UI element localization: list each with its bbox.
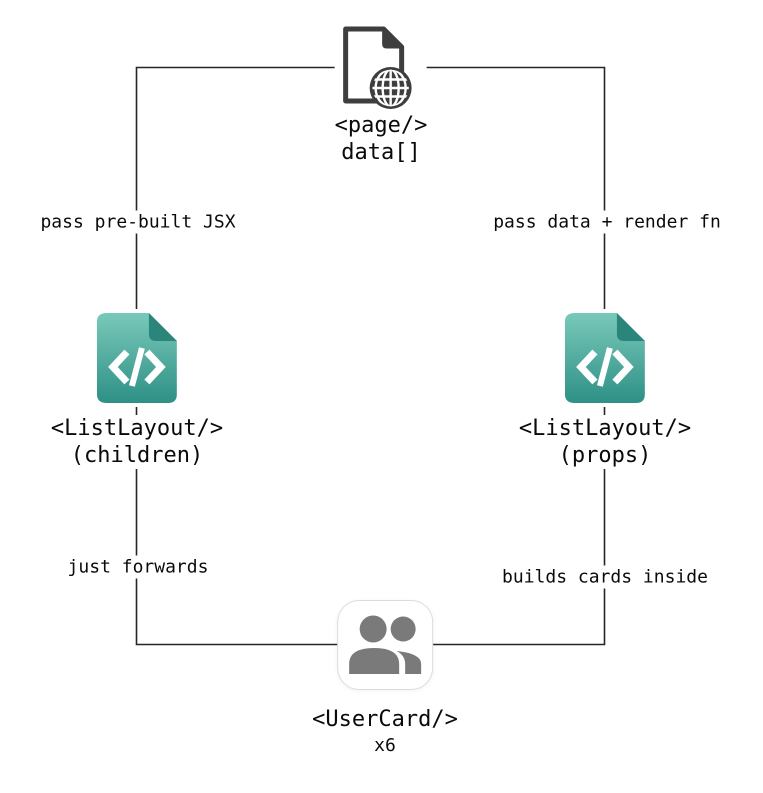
node-listlayout-props-subtitle: (props)	[554, 442, 656, 469]
node-listlayout-props-title: <ListLayout/>	[514, 415, 696, 442]
node-usercard-subtitle: x6	[370, 733, 400, 759]
edge-label-builds-cards-inside: builds cards inside	[497, 565, 713, 589]
document-globe-icon	[335, 24, 427, 114]
node-page: <page/> data[]	[330, 24, 432, 166]
code-file-icon	[560, 309, 650, 407]
edge-label-pass-data-render-fn: pass data + render fn	[488, 210, 726, 234]
node-listlayout-props: <ListLayout/> (props)	[514, 309, 696, 469]
code-file-icon	[92, 309, 182, 407]
node-listlayout-children-title: <ListLayout/>	[46, 415, 228, 442]
node-listlayout-children-subtitle: (children)	[66, 442, 208, 469]
node-listlayout-children: <ListLayout/> (children)	[46, 309, 228, 469]
edge-label-just-forwards: just forwards	[62, 555, 214, 579]
edge-label-pass-prebuilt-jsx: pass pre-built JSX	[35, 210, 241, 234]
node-usercard: <UserCard/> x6	[308, 600, 462, 759]
node-page-subtitle: data[]	[337, 139, 425, 166]
node-page-title: <page/>	[330, 112, 432, 139]
users-icon	[336, 600, 433, 690]
node-usercard-title: <UserCard/>	[308, 706, 462, 733]
